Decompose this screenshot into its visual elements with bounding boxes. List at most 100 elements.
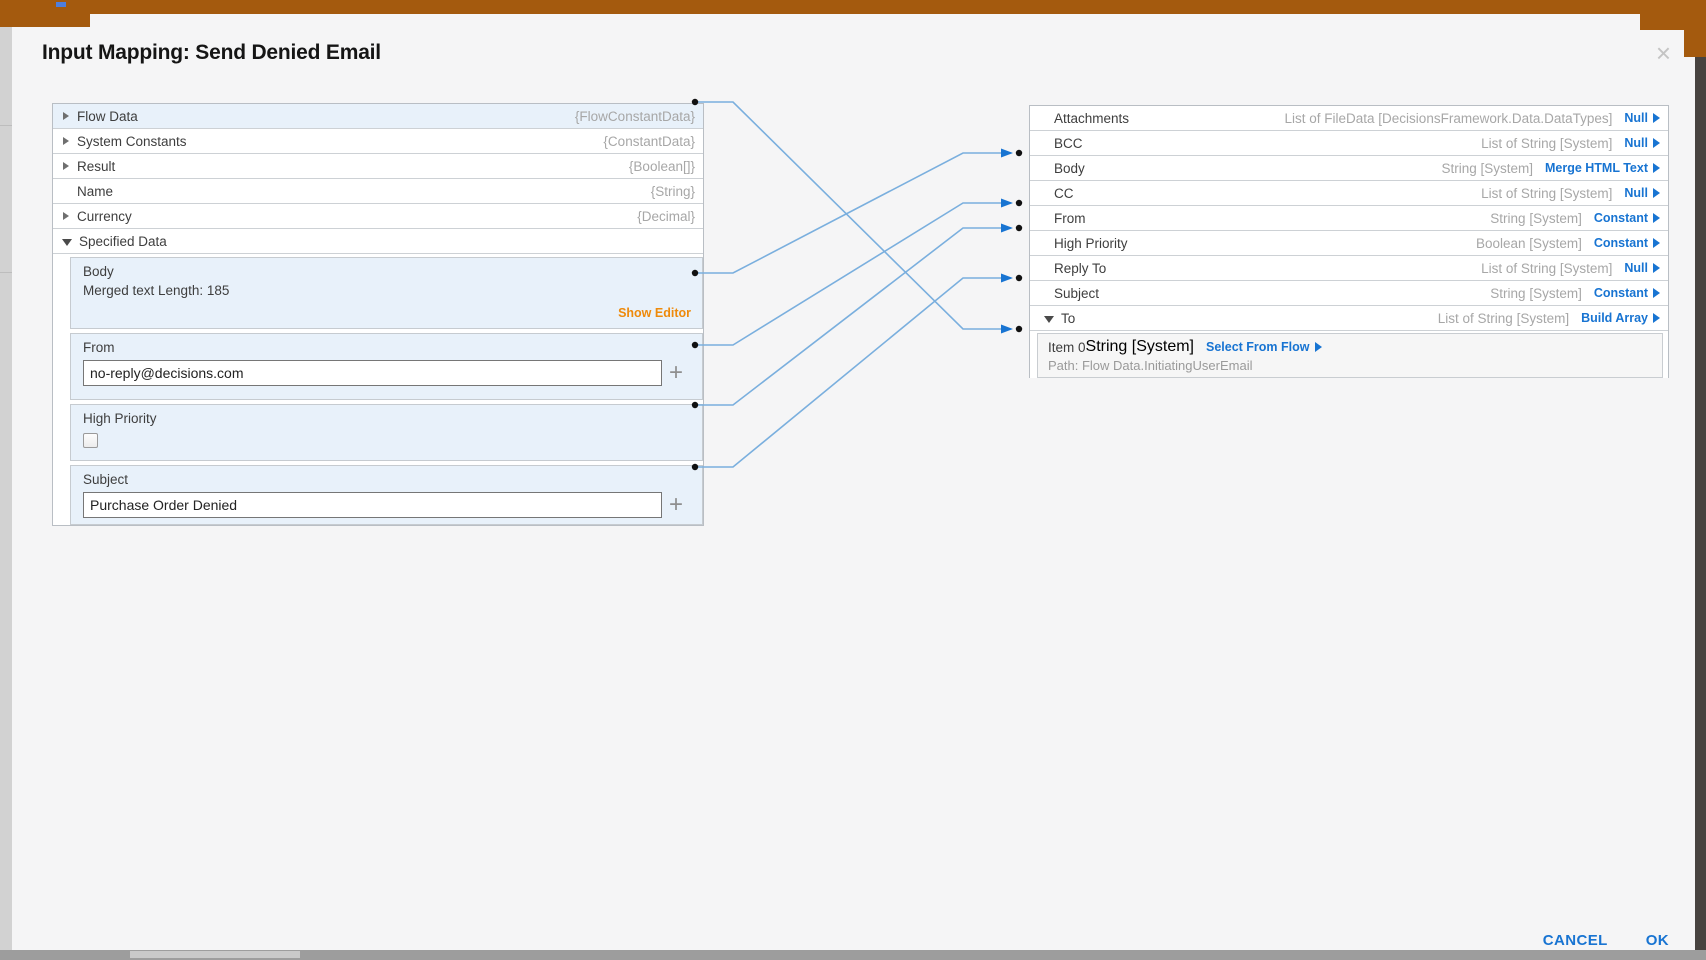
row-label: Subject [1054,285,1100,301]
row-type: {Boolean[]} [628,158,695,174]
action-arrow-icon [1653,263,1660,273]
row-type: String [System] [1441,160,1533,176]
row-label: Attachments [1054,110,1130,126]
row-type: Boolean [System] [1476,235,1582,251]
mapping-type-link[interactable]: Null [1624,136,1660,150]
right-row-cc[interactable]: CC List of String [System] Null [1030,181,1668,206]
expander-expanded-icon[interactable] [1044,315,1054,323]
mapping-type-link[interactable]: Merge HTML Text [1545,161,1660,175]
left-row-result[interactable]: Result {Boolean[]} [53,154,703,179]
right-row-body[interactable]: Body String [System] Merge HTML Text [1030,156,1668,181]
from-label: From [83,340,115,355]
mapping-type-link[interactable]: Select From Flow [1206,340,1322,354]
dialog-title: Input Mapping: Send Denied Email [42,41,381,64]
row-label: Name [77,183,114,199]
input-mapping-dialog: Input Mapping: Send Denied Email × Flow … [12,14,1695,950]
right-row-bcc[interactable]: BCC List of String [System] Null [1030,131,1668,156]
left-row-currency[interactable]: Currency {Decimal} [53,204,703,229]
right-row-high-priority[interactable]: High Priority Boolean [System] Constant [1030,231,1668,256]
row-label: Currency [77,208,132,224]
item0-row[interactable]: Item 0 String [System] Select From Flow … [1037,333,1663,378]
mapping-type-link[interactable]: Null [1624,186,1660,200]
row-label: Reply To [1054,260,1107,276]
row-type: String [System] [1085,338,1194,355]
right-row-reply-to[interactable]: Reply To List of String [System] Null [1030,256,1668,281]
row-label: From [1054,210,1086,226]
right-row-subject[interactable]: Subject String [System] Constant [1030,281,1668,306]
flow-data-panel: Flow Data {FlowConstantData} System Cons… [52,103,704,526]
expander-expanded-icon[interactable] [62,238,72,246]
expander-collapsed-icon[interactable] [63,162,69,170]
action-arrow-icon [1653,313,1660,323]
app-titlebar [0,0,1706,14]
background-page-left-edge [0,14,12,950]
row-type: {ConstantData} [603,133,695,149]
row-type: {Decimal} [637,208,695,224]
background-page-right-edge [1695,56,1706,950]
row-type: List of String [System] [1437,310,1570,326]
mapping-type-link[interactable]: Constant [1594,236,1660,250]
subject-input[interactable] [83,492,662,518]
body-group: Body Merged text Length: 185 Show Editor [70,257,703,329]
row-label: Specified Data [79,233,167,249]
right-row-from[interactable]: From String [System] Constant [1030,206,1668,231]
subject-label: Subject [83,472,129,487]
subject-group: Subject + [70,465,703,525]
row-type: String [System] [1490,285,1582,301]
row-label: To [1061,310,1076,326]
row-type: List of FileData [DecisionsFramework.Dat… [1284,110,1613,126]
show-editor-link[interactable]: Show Editor [618,306,691,320]
row-type: {FlowConstantData} [574,108,695,124]
left-row-specified-data[interactable]: Specified Data [53,229,703,254]
add-icon[interactable]: + [668,359,683,386]
app-titlebar-edge-right [1684,0,1706,57]
close-icon[interactable]: × [1655,38,1671,68]
email-inputs-panel: Attachments List of FileData [DecisionsF… [1029,105,1669,378]
left-row-system-constants[interactable]: System Constants {ConstantData} [53,129,703,154]
action-arrow-icon [1653,113,1660,123]
cancel-button[interactable]: CANCEL [1542,932,1608,949]
titlebar-blue-marker [56,2,66,7]
right-row-attachments[interactable]: Attachments List of FileData [DecisionsF… [1030,106,1668,131]
row-label: Item 0 [1048,339,1086,355]
dialog-footer: CANCEL OK [1543,932,1669,949]
scrollbar-thumb[interactable] [130,951,300,958]
mapping-type-link[interactable]: Null [1624,111,1660,125]
add-icon[interactable]: + [668,491,683,518]
mapping-type-link[interactable]: Null [1624,261,1660,275]
expander-collapsed-icon[interactable] [63,212,69,220]
left-row-name[interactable]: Name {String} [53,179,703,204]
row-type: List of String [System] [1481,260,1613,276]
to-array-items: Item 0 String [System] Select From Flow … [1030,331,1668,378]
high-priority-checkbox[interactable] [83,433,98,448]
mapping-type-link[interactable]: Constant [1594,286,1660,300]
high-priority-group: High Priority [70,404,703,461]
action-arrow-icon [1653,163,1660,173]
expander-collapsed-icon[interactable] [63,112,69,120]
mapping-type-link[interactable]: Constant [1594,211,1660,225]
app-titlebar-corner-left [0,0,90,27]
row-label: BCC [1054,135,1083,151]
row-label: Body [1054,160,1085,176]
from-input[interactable] [83,360,662,386]
from-group: From + [70,333,703,400]
row-label: High Priority [1054,235,1128,251]
specified-data-section: Body Merged text Length: 185 Show Editor… [53,254,703,525]
body-label: Body [83,264,114,279]
action-arrow-icon [1653,138,1660,148]
mapping-type-link[interactable]: Build Array [1581,311,1660,325]
row-label: CC [1054,185,1074,201]
right-row-to[interactable]: To List of String [System] Build Array [1030,306,1668,331]
left-row-flow-data[interactable]: Flow Data {FlowConstantData} [53,104,703,129]
row-label: System Constants [77,133,187,149]
action-arrow-icon [1653,238,1660,248]
body-merged-length: Merged text Length: 185 [83,283,230,298]
expander-collapsed-icon[interactable] [63,137,69,145]
ok-button[interactable]: OK [1645,932,1669,949]
action-arrow-icon [1653,288,1660,298]
row-type: String [System] [1490,210,1582,226]
row-type: {String} [650,183,695,199]
row-label: Result [77,158,116,174]
row-type: List of String [System] [1481,185,1613,201]
